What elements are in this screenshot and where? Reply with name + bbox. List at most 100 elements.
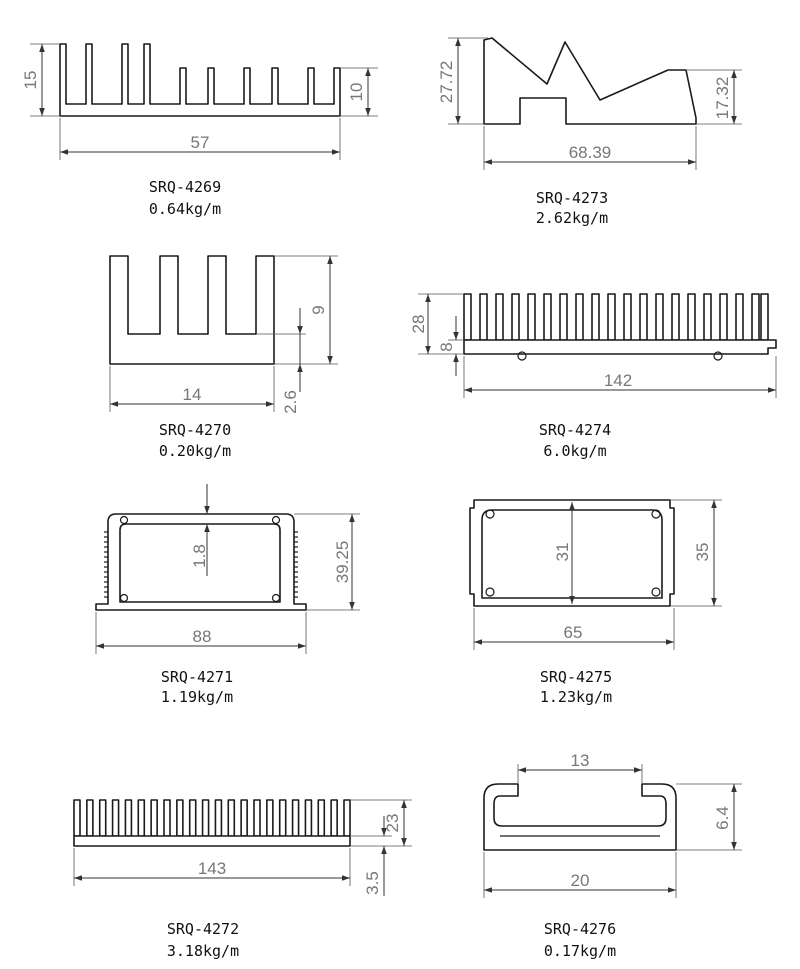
dim-width-label: 20	[571, 871, 590, 890]
dim-base-label: 2.6	[281, 390, 300, 414]
dim-height-label: 23	[383, 814, 402, 833]
screw-boss	[485, 509, 495, 519]
dim-height-label: 6.4	[713, 806, 732, 830]
dim-lines-4271	[95, 484, 360, 654]
fin-4274	[463, 293, 472, 341]
dim-gap-label: 13	[571, 751, 590, 770]
screw-boss	[119, 515, 129, 525]
dim-height-label: 9	[309, 305, 328, 314]
dim-lines-4273	[448, 37, 742, 170]
profile-code: SRQ-4275	[540, 668, 612, 686]
fin-4274	[735, 293, 744, 341]
profile-weight: 6.0kg/m	[543, 442, 606, 460]
dim-height-label: 35	[693, 543, 712, 562]
dim-wall-label: 1.8	[190, 544, 209, 568]
profile-weight: 0.20kg/m	[159, 442, 231, 460]
fin-4272	[317, 799, 326, 837]
fin-4274	[511, 293, 520, 341]
dim-width-label: 142	[604, 371, 632, 390]
profile-srq-4275: 31 35 65 SRQ-4275 1.23kg/m	[469, 499, 722, 706]
ribs-4271	[104, 531, 298, 598]
fin-4274	[703, 293, 712, 341]
enclosure-inner-4271	[119, 523, 281, 603]
fins-4272	[73, 799, 351, 837]
fin-4272	[278, 799, 287, 837]
screw-boss	[119, 593, 129, 603]
dim-width-label: 14	[183, 385, 202, 404]
dim-height-label: 28	[409, 315, 428, 334]
dim-width-label: 143	[198, 859, 226, 878]
dim-inner-height-label: 31	[553, 543, 572, 562]
dim-width-label: 65	[564, 623, 583, 642]
fin-4274	[575, 293, 584, 341]
fin-4272	[343, 799, 351, 837]
dim-lines-4275	[473, 499, 722, 650]
profile-code: SRQ-4269	[149, 178, 221, 196]
profile-srq-4276: 13 6.4 20 SRQ-4276 0.17kg/m	[483, 751, 742, 960]
fins-4274	[463, 293, 769, 341]
dim-width-label: 68.39	[569, 143, 612, 162]
profile-weight: 0.17kg/m	[544, 942, 616, 960]
profile-weight: 0.64kg/m	[149, 200, 221, 218]
fin-4274	[607, 293, 616, 341]
fin-4274	[559, 293, 568, 341]
profile-code: SRQ-4276	[544, 920, 616, 938]
profile-code: SRQ-4271	[161, 668, 233, 686]
profile-srq-4269: 15 10 57 SRQ-4269 0.64kg/m	[21, 43, 378, 218]
fin-4272	[266, 799, 274, 837]
screw-boss	[485, 587, 495, 597]
dim-height-label: 27.72	[437, 61, 456, 104]
fin-4272	[176, 799, 184, 837]
base-4272	[73, 835, 351, 847]
dim-height-label: 39.25	[333, 541, 352, 584]
fin-4274	[719, 293, 728, 341]
dim-lines-4274	[418, 293, 777, 398]
profile-code: SRQ-4274	[539, 421, 611, 439]
fin-4272	[227, 799, 236, 837]
fin-4274	[543, 293, 552, 341]
slot-4274	[517, 351, 527, 361]
slot-4274	[713, 351, 723, 361]
profile-code: SRQ-4270	[159, 421, 231, 439]
fin-4272	[188, 799, 197, 837]
profile-srq-4273: 27.72 17.32 68.39 SRQ-4273 2.62kg/m	[437, 37, 742, 227]
fin-4272	[137, 799, 146, 837]
fin-4274	[623, 293, 632, 341]
profile-srq-4272: 23 143 3.5 SRQ-4272 3.18kg/m	[73, 799, 412, 960]
fin-4272	[86, 799, 94, 837]
dim-fin-height-label: 10	[347, 83, 366, 102]
fin-4274	[479, 293, 488, 341]
heatsink-4270	[109, 255, 275, 365]
dim-lines-4269	[30, 43, 378, 160]
fin-4272	[111, 799, 120, 837]
fin-4272	[163, 799, 171, 837]
fin-4272	[98, 799, 107, 837]
fin-4272	[253, 799, 261, 837]
fin-4274	[671, 293, 680, 341]
dim-lines-4270	[109, 255, 338, 412]
fin-4272	[240, 799, 248, 837]
profile-code: SRQ-4272	[167, 920, 239, 938]
dim-side-height-label: 17.32	[713, 77, 732, 120]
dim-width-label: 57	[191, 133, 210, 152]
fin-4274	[495, 293, 504, 341]
screw-boss	[271, 593, 281, 603]
dim-lines-4272	[73, 799, 412, 896]
dim-base-label: 3.5	[363, 871, 382, 895]
fin-4274	[591, 293, 600, 341]
profile-code: SRQ-4273	[536, 189, 608, 207]
fin-4274	[527, 293, 536, 341]
fin-4272	[330, 799, 338, 837]
fin-4272	[73, 799, 81, 837]
heatsink-4269	[59, 43, 341, 117]
fin-4274	[687, 293, 696, 341]
fin-4274	[639, 293, 648, 341]
profile-weight: 1.23kg/m	[540, 688, 612, 706]
fin-4272	[214, 799, 223, 837]
fin-4274	[751, 293, 760, 341]
profile-srq-4271: 1.8 39.25 88 SRQ-4271 1.19kg/m	[95, 484, 360, 706]
dim-base-label: 8	[437, 342, 456, 351]
dim-width-label: 88	[193, 627, 212, 646]
clip-outer-4276	[483, 783, 677, 851]
